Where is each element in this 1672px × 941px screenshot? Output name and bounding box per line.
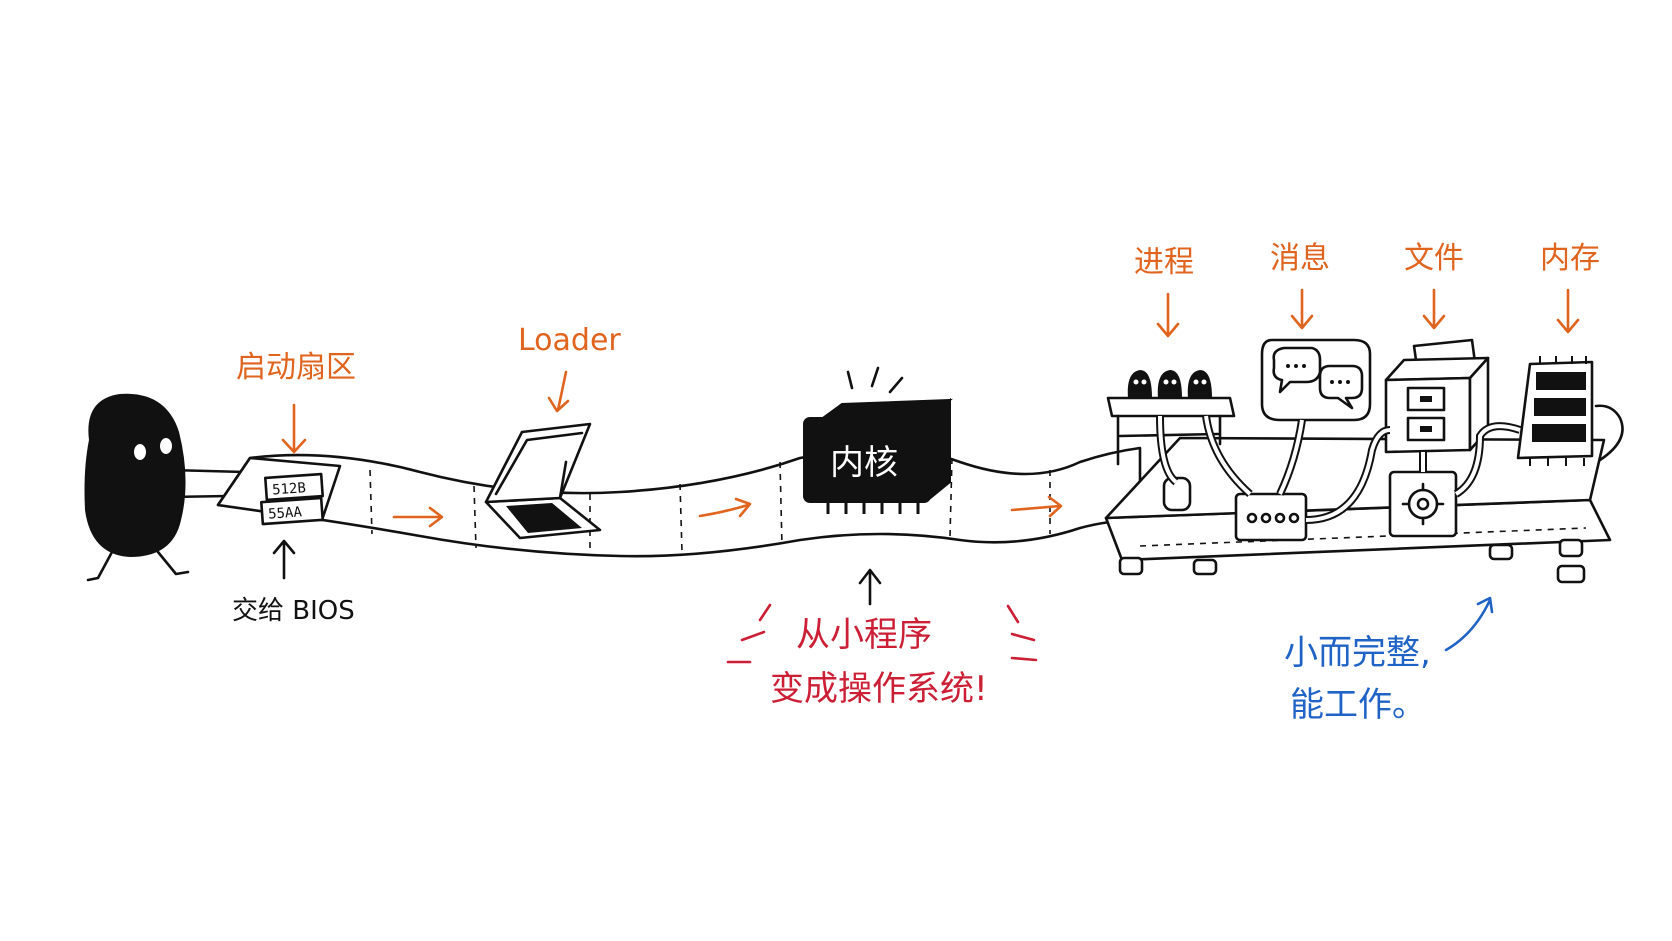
spark-icon bbox=[846, 370, 854, 390]
flow-arrow-icon bbox=[1010, 495, 1063, 518]
sector-size-label: 512B bbox=[272, 480, 307, 498]
process-arrow-icon bbox=[1156, 292, 1180, 338]
summary-line1: 小而完整, bbox=[1284, 633, 1431, 673]
boot-sector-arrow-icon bbox=[281, 403, 307, 454]
spark-icon bbox=[870, 366, 880, 388]
kernel-block: 内核 bbox=[803, 366, 953, 514]
emphasis-rays bbox=[726, 603, 1038, 664]
handoff-bios-label: 交给 BIOS bbox=[232, 596, 355, 626]
summary-arrow-icon bbox=[1444, 596, 1494, 652]
flow-arrow-icon bbox=[392, 506, 444, 528]
memory-label: 内存 bbox=[1540, 241, 1600, 276]
blob-character bbox=[84, 393, 253, 582]
gear-box-icon bbox=[1388, 470, 1458, 538]
loader-trapdoor-icon bbox=[484, 422, 602, 540]
memory-board-icon bbox=[1516, 356, 1594, 466]
tagline-arrow-icon bbox=[858, 568, 882, 606]
process-station-icon bbox=[1106, 370, 1236, 466]
kernel-label: 内核 bbox=[830, 443, 898, 483]
tagline-line1: 从小程序 bbox=[796, 615, 932, 655]
spark-icon bbox=[888, 376, 904, 394]
boot-sector-label: 启动扇区 bbox=[236, 350, 356, 385]
tagline-line2: 变成操作系统! bbox=[770, 669, 988, 709]
message-arrow-icon bbox=[1290, 288, 1314, 330]
file-cabinet-icon bbox=[1384, 338, 1490, 454]
memory-arrow-icon bbox=[1556, 288, 1580, 334]
boot-sector-card: 512B 55AA bbox=[216, 456, 342, 526]
loader-arrow-icon bbox=[547, 370, 570, 413]
file-arrow-icon bbox=[1422, 288, 1446, 330]
loader-label: Loader bbox=[518, 323, 621, 358]
file-label: 文件 bbox=[1404, 241, 1464, 276]
cables bbox=[1156, 415, 1522, 524]
signature-label: 55AA bbox=[268, 504, 303, 522]
message-bubble-icon bbox=[1260, 338, 1372, 422]
message-label: 消息 bbox=[1270, 241, 1330, 276]
flow-arrow-icon bbox=[698, 497, 752, 518]
paper-strip bbox=[216, 446, 1142, 558]
bios-arrow-icon bbox=[272, 539, 296, 580]
os-machine bbox=[1104, 338, 1624, 584]
process-label: 进程 bbox=[1134, 245, 1194, 280]
summary-line2: 能工作。 bbox=[1290, 685, 1426, 725]
